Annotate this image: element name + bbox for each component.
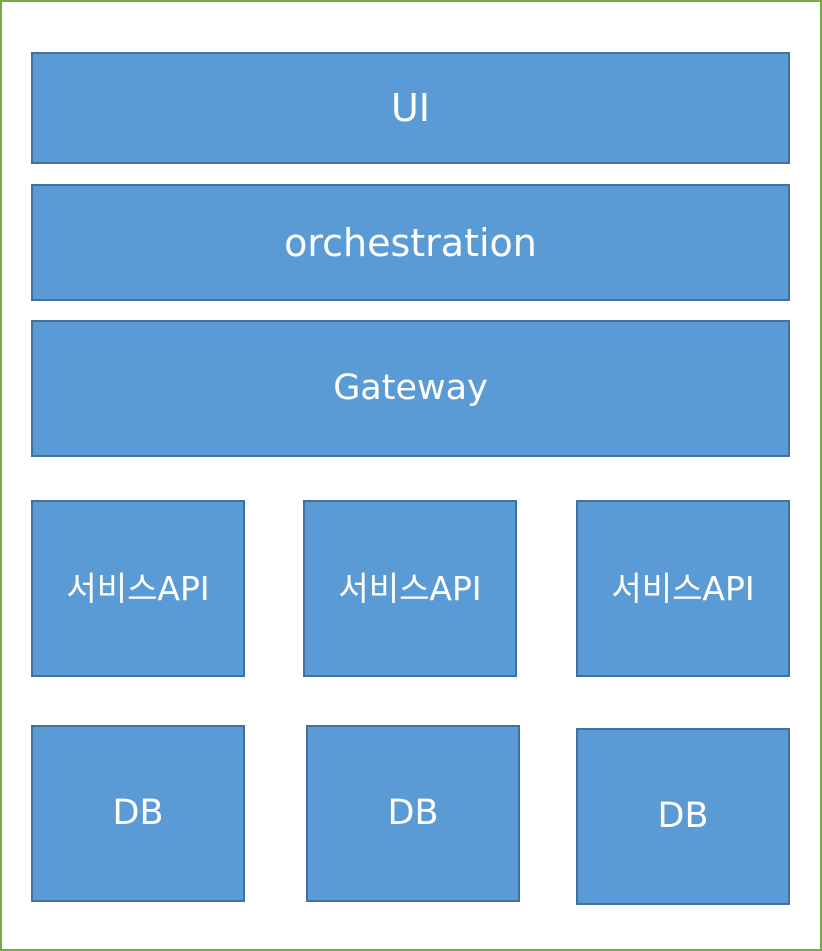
db-label-2: DB <box>387 793 439 833</box>
db-box-3: DB <box>576 728 790 905</box>
service-api-box-1: 서비스API <box>31 500 245 677</box>
service-api-label-2: 서비스API <box>338 569 482 608</box>
gateway-layer-box: Gateway <box>31 320 790 457</box>
db-label-3: DB <box>657 796 709 836</box>
db-box-2: DB <box>306 725 520 902</box>
ui-layer-box: UI <box>31 52 790 164</box>
gateway-layer-label: Gateway <box>333 368 488 408</box>
orchestration-layer-box: orchestration <box>31 184 790 301</box>
ui-layer-label: UI <box>390 86 431 130</box>
db-label-1: DB <box>112 793 164 833</box>
service-api-label-3: 서비스API <box>611 569 755 608</box>
service-api-label-1: 서비스API <box>66 569 210 608</box>
db-box-1: DB <box>31 725 245 902</box>
orchestration-layer-label: orchestration <box>284 220 537 265</box>
service-api-box-2: 서비스API <box>303 500 517 677</box>
service-api-box-3: 서비스API <box>576 500 790 677</box>
